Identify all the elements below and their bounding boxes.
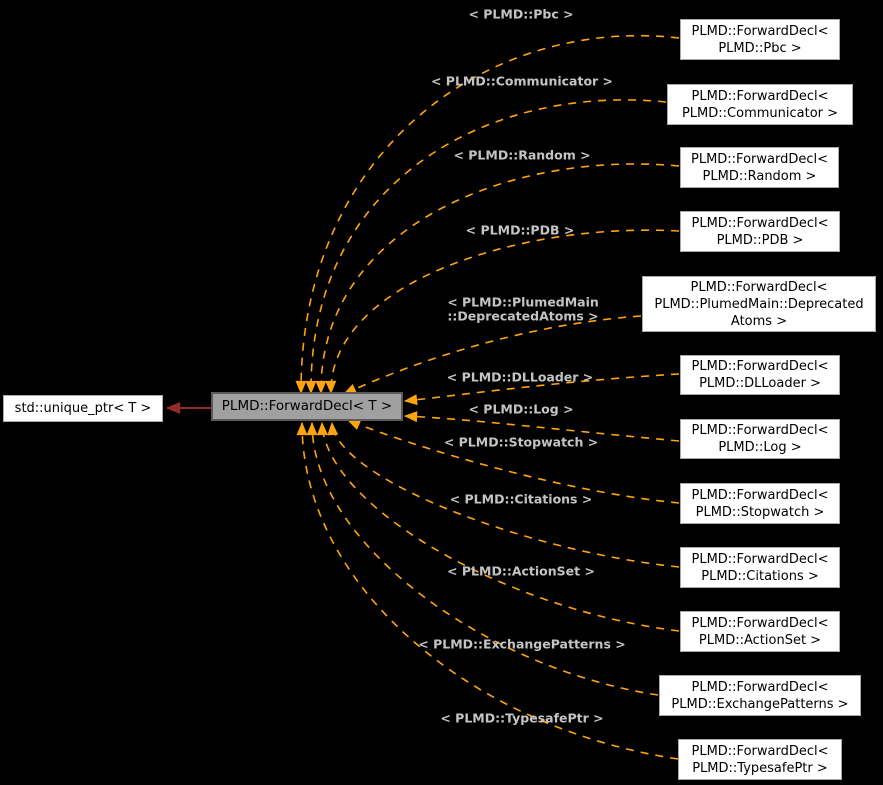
node-label-line: PLMD::Stopwatch > xyxy=(695,504,825,520)
node-label-line: PLMD::DLLoader > xyxy=(699,376,821,391)
node-label-line: PLMD::ForwardDecl< xyxy=(691,88,829,104)
edge-label-pbc: < PLMD::Pbc > xyxy=(468,7,573,21)
edge-label-line: < PLMD::PDB > xyxy=(465,222,575,238)
node-std-unique-ptr[interactable]: std::unique_ptr< T > xyxy=(3,395,163,422)
node-fd-typesafeptr[interactable]: PLMD::ForwardDecl<PLMD::TypesafePtr > xyxy=(678,739,842,780)
node-label-line: PLMD::ForwardDecl< T > xyxy=(221,398,393,414)
node-label-line: PLMD::ForwardDecl< xyxy=(690,279,828,295)
edge-label-line: < PLMD::Log > xyxy=(468,401,574,417)
edge-pbc xyxy=(295,34,680,395)
edge-random xyxy=(315,163,680,395)
edge-label-line: < PLMD::Pbc > xyxy=(468,6,574,22)
edge-label-citations: < PLMD::Citations > xyxy=(450,492,593,506)
node-fd-dlloader[interactable]: PLMD::ForwardDecl<PLMD::DLLoader > xyxy=(680,355,840,395)
edge-label-pdb: < PLMD::PDB > xyxy=(466,223,575,237)
edge-typesafeptr xyxy=(296,421,679,760)
node-label-line: PLMD::ForwardDecl< xyxy=(691,615,829,631)
edge-label-line: < PLMD::Random > xyxy=(453,147,591,163)
node-fd-log[interactable]: PLMD::ForwardDecl<PLMD::Log > xyxy=(680,419,840,459)
edge-actionset xyxy=(316,421,680,632)
edge-label-line: < PLMD::TypesafePtr > xyxy=(440,710,604,726)
edge-label-actionset: < PLMD::ActionSet > xyxy=(447,564,595,578)
node-fd-stopwatch[interactable]: PLMD::ForwardDecl<PLMD::Stopwatch > xyxy=(680,483,840,524)
node-label-line: PLMD::ForwardDecl< xyxy=(691,23,829,39)
edge-pdb xyxy=(325,229,680,395)
edge-label-typesafeptr: < PLMD::TypesafePtr > xyxy=(440,711,603,725)
node-fd-pbc[interactable]: PLMD::ForwardDecl<PLMD::Pbc > xyxy=(680,19,840,60)
edge-label-line: < PLMD::ActionSet > xyxy=(447,563,595,579)
edge-log xyxy=(403,411,680,442)
node-fd-pdb[interactable]: PLMD::ForwardDecl<PLMD::PDB > xyxy=(680,211,840,252)
node-label-line: PLMD::Pbc > xyxy=(718,40,802,56)
edge-communicator xyxy=(305,99,667,395)
node-label-line: PLMD::ForwardDecl< xyxy=(691,551,829,567)
edge-stopwatch xyxy=(346,419,680,504)
edge-label-line: < PLMD::Communicator > xyxy=(430,73,614,89)
node-label-line: PLMD::PlumedMain::Deprecated xyxy=(654,296,864,312)
edge-label-plumedmain-deprecatedatoms: < PLMD::PlumedMain::DeprecatedAtoms > xyxy=(447,294,599,323)
edge-exchangepatterns xyxy=(306,421,659,696)
edge-dlloader xyxy=(403,373,680,406)
node-label-line: Atoms > xyxy=(730,313,788,329)
node-label-line: std::unique_ptr< T > xyxy=(14,401,152,416)
node-plmd-forwarddecl-t: PLMD::ForwardDecl< T > xyxy=(211,392,403,421)
node-label-line: PLMD::Communicator > xyxy=(681,105,839,121)
node-fd-communicator[interactable]: PLMD::ForwardDecl<PLMD::Communicator > xyxy=(667,84,853,125)
edge-label-random: < PLMD::Random > xyxy=(453,148,590,162)
edge-label-line: < PLMD::DLLoader > xyxy=(446,369,594,385)
node-fd-plumedmain-deprecatedatoms[interactable]: PLMD::ForwardDecl<PLMD::PlumedMain::Depr… xyxy=(642,276,876,332)
node-label-line: PLMD::ForwardDecl< xyxy=(690,151,828,167)
node-label-line: PLMD::ForwardDecl< xyxy=(691,679,829,695)
node-label-line: PLMD::PDB > xyxy=(716,232,804,248)
node-label-line: PLMD::ForwardDecl< xyxy=(691,359,829,374)
edge-label-line: < PLMD::ExchangePatterns > xyxy=(418,636,626,652)
node-fd-actionset[interactable]: PLMD::ForwardDecl<PLMD::ActionSet > xyxy=(680,611,840,652)
node-label-line: PLMD::ForwardDecl< xyxy=(691,215,829,231)
node-label-line: PLMD::Citations > xyxy=(701,568,819,584)
node-fd-citations[interactable]: PLMD::ForwardDecl<PLMD::Citations > xyxy=(680,547,840,588)
node-label-line: PLMD::ForwardDecl< xyxy=(691,487,829,503)
node-label-line: PLMD::ExchangePatterns > xyxy=(671,696,849,712)
edge-label-exchangepatterns: < PLMD::ExchangePatterns > xyxy=(418,637,625,651)
node-fd-random[interactable]: PLMD::ForwardDecl<PLMD::Random > xyxy=(680,147,839,188)
node-label-line: PLMD::Log > xyxy=(718,440,802,455)
node-label-line: PLMD::ForwardDecl< xyxy=(691,423,829,438)
edge-label-communicator: < PLMD::Communicator > xyxy=(431,74,613,88)
edge-label-line: < PLMD::Citations > xyxy=(449,491,593,507)
edge-label-line: < PLMD::PlumedMain xyxy=(447,294,599,310)
node-label-line: PLMD::TypesafePtr > xyxy=(692,760,828,776)
node-label-line: PLMD::ForwardDecl< xyxy=(691,743,829,759)
edge-label-line: ::DeprecatedAtoms > xyxy=(447,308,599,323)
edge-plumedmain-deprecatedatoms xyxy=(342,315,642,395)
edge-label-stopwatch: < PLMD::Stopwatch > xyxy=(444,435,598,449)
node-label-line: PLMD::ActionSet > xyxy=(698,632,822,648)
node-fd-exchangepatterns[interactable]: PLMD::ForwardDecl<PLMD::ExchangePatterns… xyxy=(659,675,861,716)
node-label-line: PLMD::Random > xyxy=(702,168,817,184)
edge-label-log: < PLMD::Log > xyxy=(468,402,573,416)
edge-label-line: < PLMD::Stopwatch > xyxy=(443,434,599,450)
edge-label-dlloader: < PLMD::DLLoader > xyxy=(447,370,594,384)
edge-citations xyxy=(327,421,680,568)
